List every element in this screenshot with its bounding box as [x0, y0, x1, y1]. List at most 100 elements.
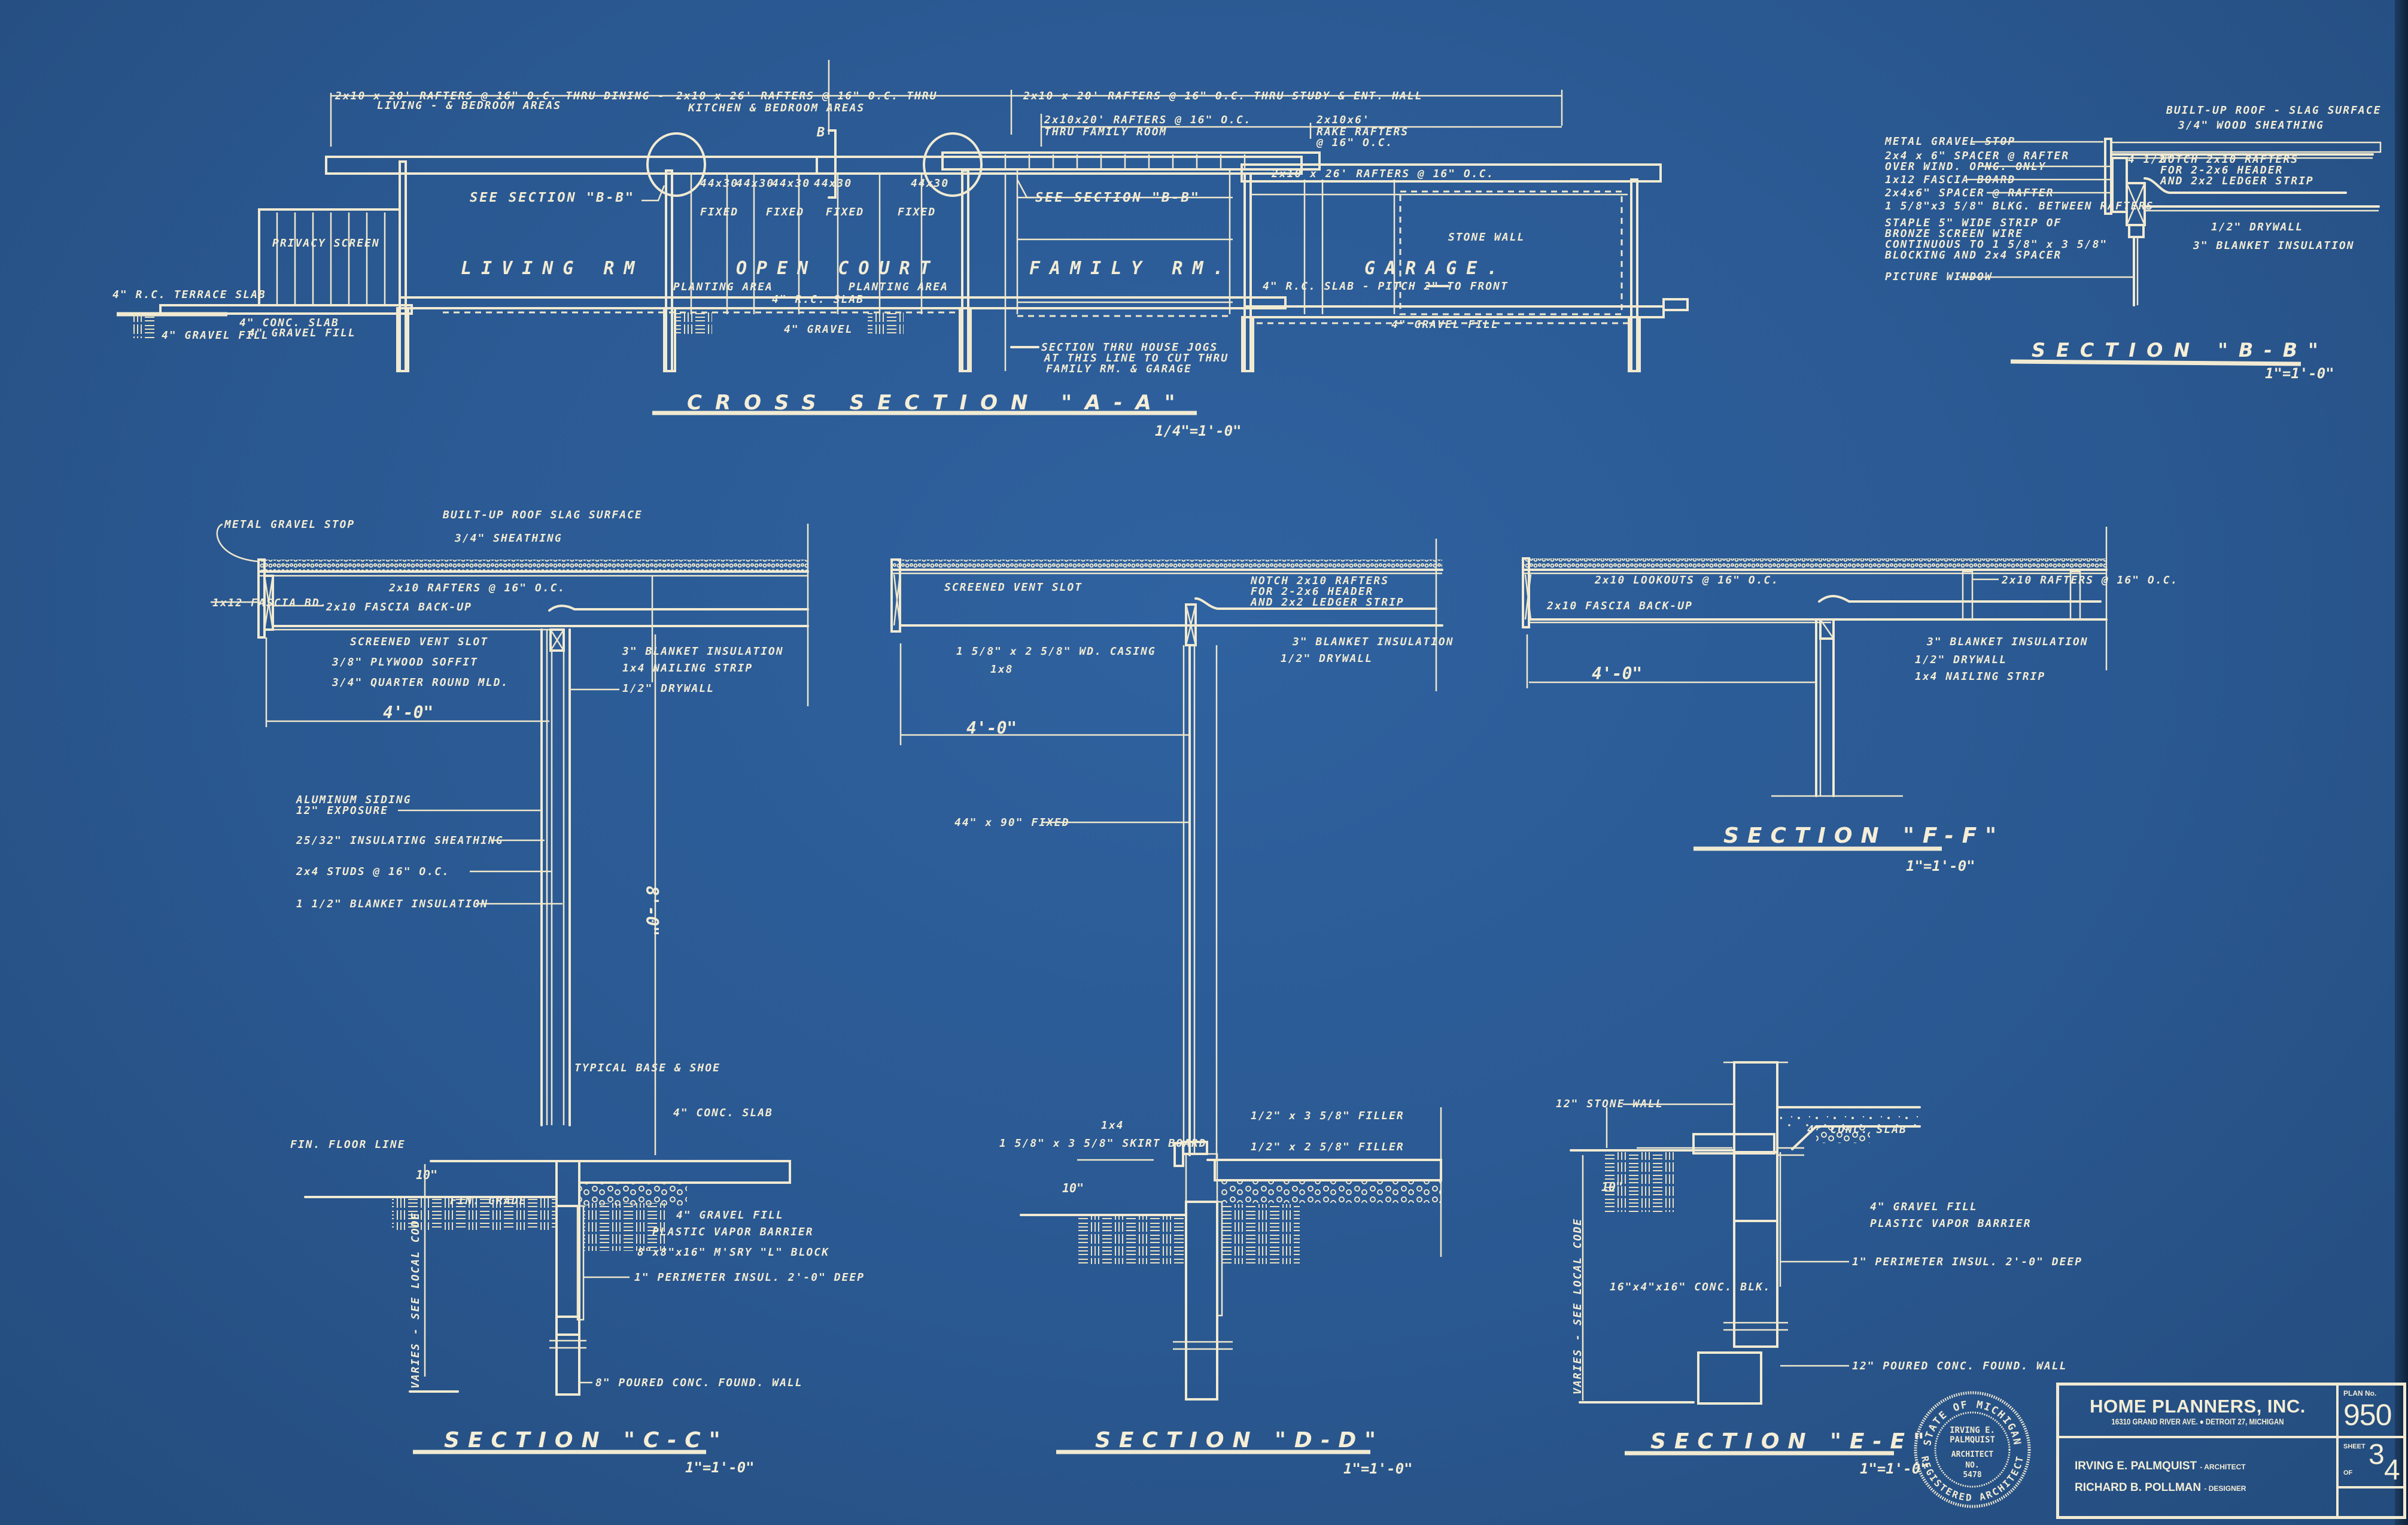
section-cc: METAL GRAVEL STOP BUILT-UP ROOF SLAG SUR… [211, 509, 865, 1476]
dd-filler-2: 1/2" x 2 5/8" FILLER [1251, 1141, 1404, 1153]
dd-fixed: 44" x 90" FIXED [954, 816, 1070, 829]
rc-slab-note: 4" R.C. SLAB [772, 293, 864, 306]
dd-drywall: 1/2" DRYWALL [1281, 652, 1373, 665]
plan-number: 950 [2343, 1398, 2392, 1432]
designer-role: - DESIGNER [2204, 1484, 2246, 1493]
cross-section-aa: 2x10 x 20' RAFTERS @ 16" O.C. THRU DININ… [113, 60, 1689, 439]
jog-note-1: SECTION THRU HOUSE JOGS [1041, 341, 1218, 354]
ee-found-wall: 12" POURED CONC. FOUND. WALL [1852, 1360, 2067, 1372]
dd-filler-1: 1/2" x 3 5/8" FILLER [1251, 1110, 1404, 1122]
dd-dim-10: 10" [1062, 1181, 1084, 1195]
bb-note-spacer: 2x4 x 6" SPACER @ RAFTER [1884, 150, 2069, 162]
firm-address: 16310 GRAND RIVER AVE. ● DETROIT 27, MIC… [2111, 1417, 2284, 1426]
family-rafter-note: 2x10x20' RAFTERS @ 16" O.C. [1044, 114, 1252, 126]
gravel-fill-note-1: 4" GRAVEL FILL [162, 329, 269, 342]
cc-blanket: 1 1/2" BLANKET INSULATION [296, 898, 488, 910]
ee-dim-10: 10" [1601, 1180, 1623, 1194]
privacy-screen-label: PRIVACY SCREEN [272, 237, 380, 250]
cross-section-aa-scale: 1/4"=1'-0" [1155, 423, 1242, 439]
garage-slab-note: 4" R.C. SLAB - PITCH 2" TO FRONT [1263, 280, 1509, 293]
family-rafter-note-2: THRU FAMILY ROOM [1044, 126, 1167, 138]
cc-nailing: 1x4 NAILING STRIP [622, 662, 753, 675]
ff-overhang-dim: 4'-0" [1592, 664, 1642, 683]
rake-rafter-note: 2x10x6' [1316, 114, 1370, 126]
seal-no-label: NO. [1965, 1461, 1979, 1470]
title-block-numbers: PLAN No. 950 SHEET OF 3 4 [2339, 1386, 2403, 1516]
seal-number: 5478 [1963, 1471, 1981, 1480]
frame-edge [2395, 0, 2408, 1525]
stone-wall-label: STONE WALL [1448, 231, 1525, 244]
dd-insulation: 3" BLANKET INSULATION [1292, 636, 1454, 648]
dd-vent: SCREENED VENT SLOT [944, 581, 1083, 594]
seal-name-1: IRVING E. [1950, 1426, 1995, 1435]
conc-slab-note: 4" CONC. SLAB [239, 317, 339, 329]
cc-base-shoe: TYPICAL BASE & SHOE [574, 1062, 720, 1074]
terrace-slab-note: 4" R.C. TERRACE SLAB [113, 288, 266, 301]
cc-height-dim: 8'-0" [642, 886, 662, 936]
planting-area-1: PLANTING AREA [673, 281, 773, 293]
see-section-bb-2: SEE SECTION "B-B" [1035, 190, 1200, 205]
cc-overhang-dim: 4'-0" [383, 703, 433, 722]
bb-note-gravel-stop: METAL GRAVEL STOP [1884, 135, 2015, 148]
cc-perimeter: 1" PERIMETER INSUL. 2'-0" DEEP [634, 1271, 865, 1284]
credits: IRVING E. PALMQUIST - ARCHITECT RICHARD … [2059, 1438, 2336, 1516]
firm-box: HOME PLANNERS, INC. 16310 GRAND RIVER AV… [2059, 1386, 2336, 1438]
room-family: FAMILY RM. [1029, 258, 1233, 279]
of-label: OF [2343, 1469, 2353, 1477]
dd-skirt: 1 5/8" x 3 5/8" SKIRT BOARD [999, 1137, 1207, 1150]
cc-conc-slab: 4" CONC. SLAB [673, 1107, 773, 1119]
cc-built-up: BUILT-UP ROOF SLAG SURFACE [442, 509, 643, 521]
section-dd-scale: 1"=1'-0" [1343, 1460, 1413, 1477]
cc-insulation: 3" BLANKET INSULATION [622, 645, 784, 658]
sheet-label: SHEET [2343, 1443, 2366, 1450]
dd-1x8: 1x8 [990, 663, 1014, 676]
ee-vapor: PLASTIC VAPOR BARRIER [1870, 1217, 2032, 1230]
bb-note-staple-1: STAPLE 5" WIDE STRIP OF [1885, 217, 2062, 229]
bb-note-staple-3: CONTINUOUS TO 1 5/8" x 3 5/8" [1885, 238, 2108, 251]
sheet-number-box: SHEET OF 3 4 [2339, 1438, 2403, 1488]
room-living: LIVING RM [461, 258, 644, 279]
section-bb: METAL GRAVEL STOP 2x4 x 6" SPACER @ RAFT… [1884, 104, 2382, 382]
cc-soffit: 3/8" PLYWOOD SOFFIT [332, 656, 478, 669]
section-cc-title: SECTION "C-C" [444, 1428, 728, 1453]
ff-backup: 2x10 FASCIA BACK-UP [1546, 600, 1693, 612]
detail-circle-bb-1 [646, 132, 706, 197]
bb-note-picture-window: PICTURE WINDOW [1885, 271, 1993, 283]
rafter-note-kitchen: 2x10 x 26' RAFTERS @ 16" O.C. THRU [676, 90, 937, 102]
cc-found-wall: 8" POURED CONC. FOUND. WALL [595, 1377, 803, 1389]
cc-quarter-round: 3/4" QUARTER ROUND MLD. [332, 676, 509, 689]
seal-role: ARCHITECT [1951, 1450, 1994, 1459]
bb-note-blocking: 1 5/8"x3 5/8" BLKG. BETWEEN RAFTERS [1885, 200, 2154, 212]
dd-notch-2: FOR 2-2x6 HEADER [1251, 585, 1373, 598]
window-size-4: 44x30 [814, 177, 852, 190]
window-size-1: 44x30 [700, 177, 738, 190]
section-ff-scale: 1"=1'-0" [1906, 858, 1975, 874]
plan-number-box: PLAN No. 950 [2339, 1386, 2403, 1438]
ff-drywall: 1/2" DRYWALL [1915, 654, 2007, 666]
plan-label: PLAN No. [2343, 1389, 2377, 1398]
cc-fascia: 1x12 FASCIA BD. [212, 597, 328, 609]
see-section-bb-1: SEE SECTION "B-B" [470, 190, 635, 205]
cc-gravel-stop: METAL GRAVEL STOP [224, 518, 355, 531]
cc-backup: 2x10 FASCIA BACK-UP [326, 601, 472, 613]
ee-conc-slab: 4" CONC. SLAB [1807, 1123, 1907, 1136]
ee-perimeter: 1" PERIMETER INSUL. 2'-0" DEEP [1852, 1256, 2082, 1268]
ff-insulation: 3" BLANKET INSULATION [1926, 636, 2088, 648]
cc-studs: 2x4 STUDS @ 16" O.C. [296, 865, 450, 878]
jog-note-2: AT THIS LINE TO CUT THRU [1044, 352, 1229, 364]
cc-sheathing-wall: 25/32" INSULATING SHEATHING [296, 834, 504, 847]
bb-note-sheathing: 3/4" WOOD SHEATHING [2178, 119, 2324, 132]
ff-lookouts: 2x10 LOOKOUTS @ 16" O.C. [1594, 574, 1779, 587]
seal-name-2: PALMQUIST [1950, 1435, 1995, 1445]
window-fixed-2: FIXED [766, 206, 804, 218]
bb-note-notch-1: NOTCH 2x10 RAFTERS [2160, 153, 2298, 166]
bb-note-staple-4: BLOCKING AND 2x4 SPACER [1884, 249, 2062, 262]
bb-note-notch-2: FOR 2-2x6 HEADER [2160, 164, 2283, 177]
rake-rafter-note-2: RAKE RAFTERS [1317, 126, 1409, 138]
room-open-court: OPEN COURT [736, 258, 940, 279]
designer-credit: RICHARD B. POLLMAN - DESIGNER [2075, 1481, 2336, 1494]
bb-note-spacer-rafter: 2x4x6" SPACER @ RAFTER [1884, 187, 2054, 199]
architect-role: - ARCHITECT [2200, 1463, 2246, 1471]
cc-fin-grade: FIN. GRADE [450, 1195, 527, 1207]
